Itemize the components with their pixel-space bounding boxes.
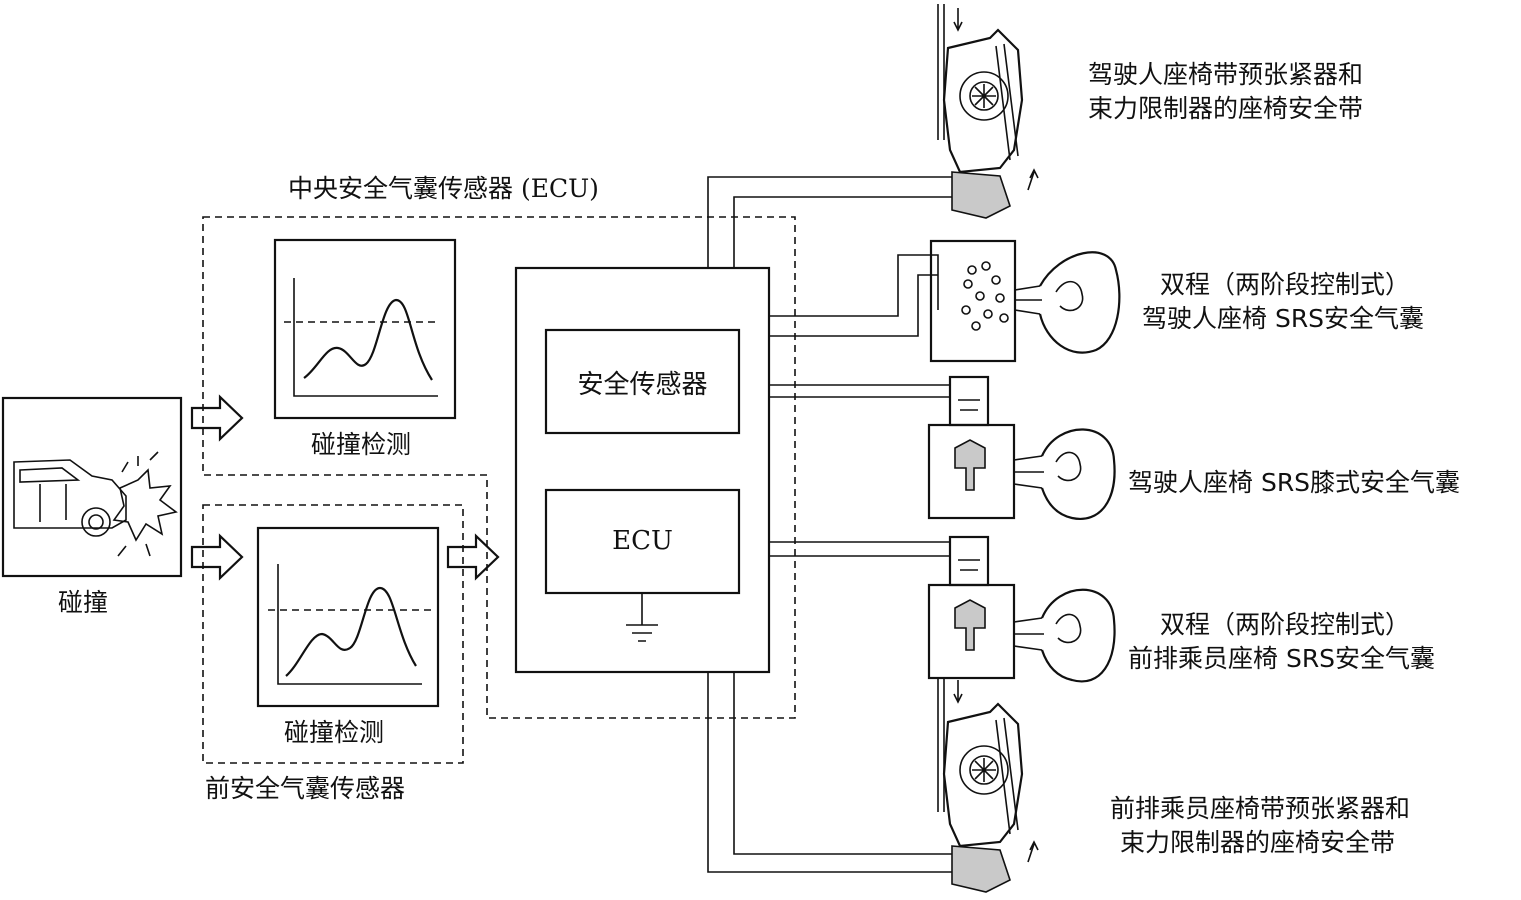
central-sensor-title: 中央安全气囊传感器 (ECU) [288, 174, 599, 203]
driver-airbag-label-line1: 双程（两阶段控制式） [1160, 270, 1411, 299]
driver-knee-airbag-label: 驾驶人座椅 SRS膝式安全气囊 [1128, 468, 1461, 497]
central-sensor-outline [202, 216, 796, 719]
collision-label: 碰撞 [58, 588, 109, 617]
signal-arrows [190, 394, 500, 581]
front-sensor-title: 前安全气囊传感器 [205, 774, 406, 803]
driver-airbag-label-line2: 驾驶人座椅 SRS安全气囊 [1142, 304, 1425, 333]
driver-belt-label-line2: 束力限制器的座椅安全带 [1088, 94, 1364, 123]
driver-knee-airbag-module [927, 375, 1116, 521]
safety-sensor-label: 安全传感器 [577, 370, 708, 400]
driver-airbag-module [929, 239, 1121, 363]
collision-detection-label-central: 碰撞检测 [311, 430, 412, 459]
passenger-seatbelt-pretensioner [937, 678, 1039, 893]
collision-illustration [1, 396, 183, 578]
passenger-airbag-module [927, 535, 1116, 683]
passenger-belt-label-line2: 束力限制器的座椅安全带 [1120, 828, 1396, 857]
passenger-belt-label-line1: 前排乘员座椅带预张紧器和 [1110, 794, 1411, 823]
passenger-airbag-label-line2: 前排乘员座椅 SRS安全气囊 [1128, 644, 1436, 673]
driver-belt-label-line1: 驾驶人座椅带预张紧器和 [1088, 60, 1364, 89]
detection-graph-front [256, 526, 440, 708]
front-sensor-outline [202, 504, 464, 764]
detection-graph-central [273, 238, 457, 420]
passenger-airbag-label-line1: 双程（两阶段控制式） [1160, 610, 1411, 639]
ecu-label: ECU [612, 526, 673, 556]
wiring [707, 176, 952, 873]
collision-detection-label-front: 碰撞检测 [284, 718, 385, 747]
ecu-unit [514, 266, 771, 674]
driver-seatbelt-pretensioner [937, 4, 1039, 219]
